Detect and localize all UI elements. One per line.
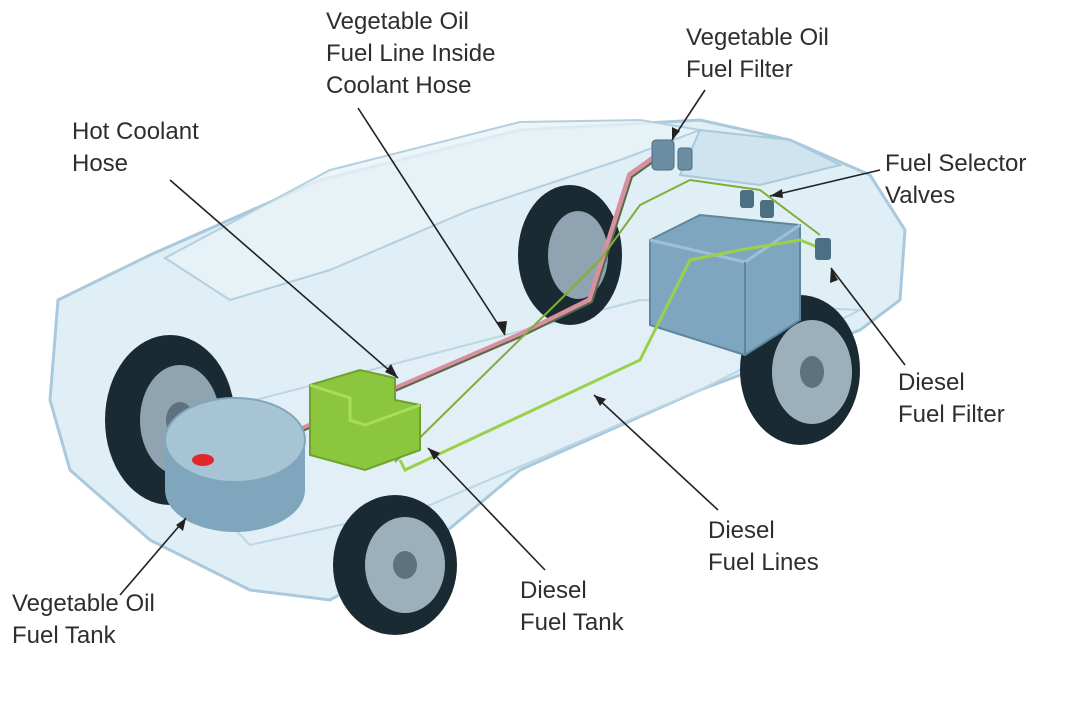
leader-veg-oil-fuel-tank: [119, 517, 187, 596]
veg-oil-fuel-filter: [651, 139, 693, 171]
hot-coolant-hose: [297, 147, 668, 433]
diesel-fuel-tank: [309, 368, 421, 472]
label-veg-oil-fuel-filter: Vegetable Oil Fuel Filter: [686, 24, 829, 83]
label-diesel-fuel-filter: Diesel Fuel Filter: [898, 369, 1005, 428]
rear-right-wheel: [333, 495, 457, 635]
diesel-fuel-line-route: [398, 238, 826, 472]
leader-lines: [119, 89, 906, 596]
fuel-selector-valves: [740, 190, 774, 218]
leader-diesel-fuel-lines: [593, 394, 719, 511]
car-floor: [138, 298, 864, 547]
leader-fuel-selector-valves: [769, 169, 881, 197]
leader-veg-oil-fuel-line: [357, 107, 506, 336]
veg-oil-fuel-line: [299, 151, 668, 433]
leader-diesel-fuel-tank: [427, 447, 546, 571]
label-veg-oil-fuel-tank: Vegetable Oil Fuel Tank: [12, 590, 155, 649]
engine-block: [649, 213, 801, 357]
label-veg-oil-fuel-line: Vegetable Oil Fuel Line Inside Coolant H…: [326, 8, 496, 99]
leader-diesel-fuel-filter: [830, 267, 906, 366]
leader-hot-coolant-hose: [169, 179, 399, 379]
veg-oil-fuel-tank: [164, 397, 306, 532]
label-hot-coolant-hose: Hot Coolant Hose: [72, 118, 199, 177]
diesel-fuel-filter: [815, 238, 831, 260]
label-fuel-selector-valves: Fuel Selector Valves: [885, 150, 1027, 209]
diesel-return-line: [394, 178, 821, 463]
label-diesel-fuel-lines: Diesel Fuel Lines: [708, 517, 819, 576]
leader-arrowheads: [176, 127, 838, 531]
label-diesel-fuel-tank: Diesel Fuel Tank: [520, 577, 624, 636]
